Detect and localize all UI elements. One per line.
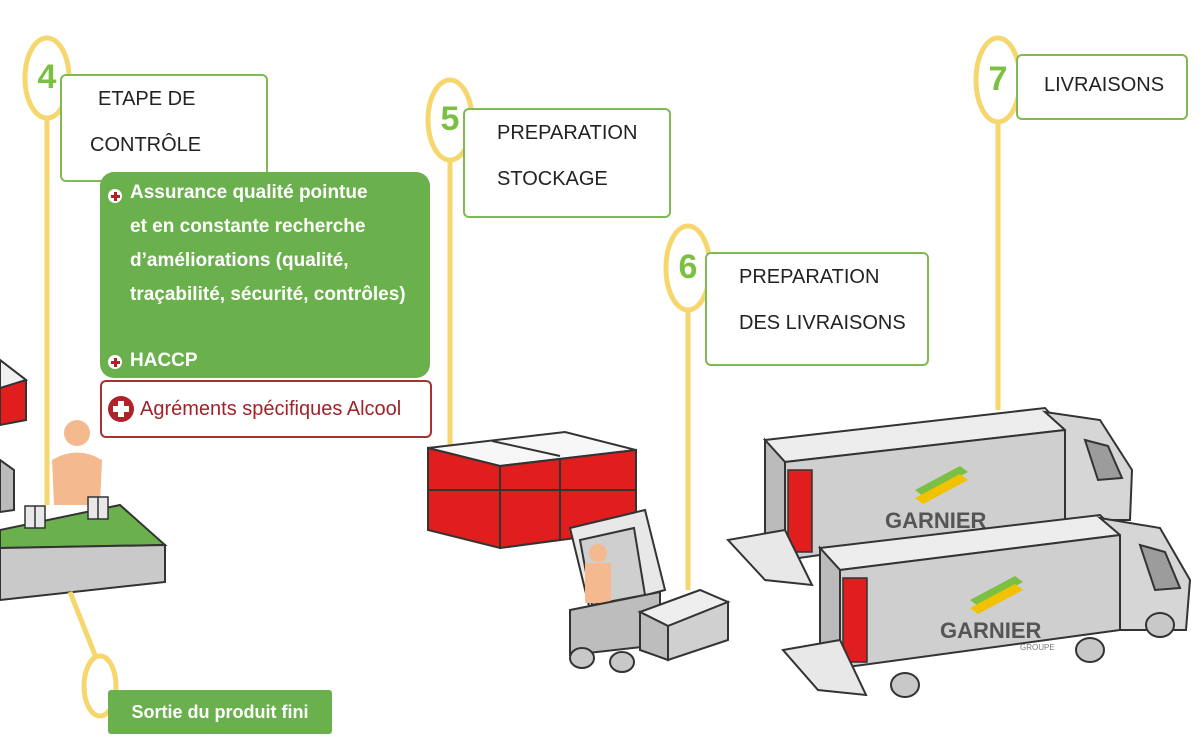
step-6-line1: PREPARATION (739, 266, 880, 288)
quality-panel: Assurance qualité pointue et en constant… (100, 172, 430, 378)
step-5-number: 5 (440, 100, 460, 138)
quality-item-haccp: HACCP (130, 350, 198, 371)
step-5-label-box: PREPARATION STOCKAGE (463, 108, 671, 218)
truck-front-logo-sub: GROUPE (1020, 643, 1055, 652)
step-6-number: 6 (678, 248, 698, 286)
step-4-line2: CONTRÔLE (90, 134, 202, 156)
alcool-approval-box: Agréments spécifiques Alcool (100, 380, 432, 438)
step-5-line2: STOCKAGE (497, 168, 608, 190)
step-5-line1: PREPARATION (497, 122, 638, 144)
truck-front: GARNIER GROUPE (781, 513, 1192, 698)
forklift-illustration (568, 508, 731, 673)
plus-icon (108, 189, 122, 203)
step-7-number: 7 (988, 60, 1008, 98)
truck-back-logo: GARNIER (885, 508, 987, 533)
quality-item-assurance: Assurance qualité pointue et en constant… (130, 182, 406, 305)
red-cross-icon (108, 396, 134, 422)
control-station-illustration (0, 358, 168, 602)
sortie-label-box: Sortie du produit fini (108, 690, 332, 734)
step-4-line1: ETAPE DE (98, 88, 196, 110)
step-4-label-box: ETAPE DE CONTRÔLE (60, 74, 268, 182)
worker-icon (52, 420, 102, 505)
step-7-label-box: LIVRAISONS (1016, 54, 1188, 120)
alcool-label: Agréments spécifiques Alcool (140, 397, 402, 420)
plus-icon (108, 355, 122, 369)
step-6-line2: DES LIVRAISONS (739, 312, 906, 334)
step-4-number: 4 (37, 58, 57, 96)
step-7-line1: LIVRAISONS (1044, 74, 1165, 96)
step-6-label-box: PREPARATION DES LIVRAISONS (705, 252, 929, 366)
truck-front-logo: GARNIER (940, 618, 1042, 643)
